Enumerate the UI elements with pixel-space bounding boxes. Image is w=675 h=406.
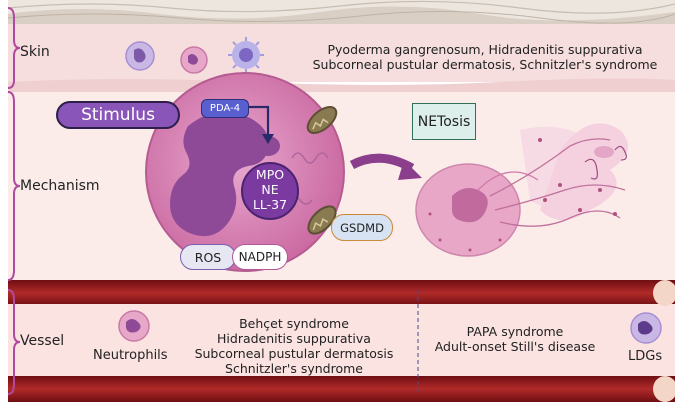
section-braces xyxy=(7,7,21,395)
skin-diseases-line: Pyoderma gangrenosum, Hidradenitis suppu… xyxy=(327,42,643,57)
skin-diseases: Pyoderma gangrenosum, Hidradenitis suppu… xyxy=(300,42,670,72)
neutrophil-icon xyxy=(118,310,150,342)
granule-label: MPO xyxy=(255,167,285,182)
netosis-box: NETosis xyxy=(412,103,476,140)
granule-labels: MPO NE LL-37 xyxy=(244,167,296,212)
granule-label: LL-37 xyxy=(252,197,288,212)
stimulus-pill: Stimulus xyxy=(56,101,180,129)
granule-label: NE xyxy=(261,182,279,197)
gsdmd-pill: GSDMD xyxy=(331,214,393,241)
spiky-cell-icon xyxy=(228,37,264,73)
ldg-icon xyxy=(630,312,662,344)
skin-cells xyxy=(125,37,264,74)
skin-section-label: Skin xyxy=(20,44,50,60)
vessel-section-label: Vessel xyxy=(20,333,65,349)
pda4-arrow xyxy=(248,105,270,136)
mitochondrion-icon xyxy=(306,106,338,134)
disease-item: PAPA syndrome xyxy=(466,324,564,339)
pda4-pill: PDA-4 xyxy=(201,99,249,118)
neutrophils-label: Neutrophils xyxy=(93,348,168,363)
mitochondrion-icon xyxy=(307,205,337,235)
skin-layer xyxy=(7,0,675,92)
ldg-diseases: PAPA syndrome Adult-onset Still's diseas… xyxy=(425,324,605,354)
vessel-layer xyxy=(8,280,675,402)
disease-item: Behçet syndrome xyxy=(239,316,349,331)
ros-pill: ROS xyxy=(180,244,236,270)
nadph-pill: NADPH xyxy=(232,244,288,270)
mechanism-section-label: Mechanism xyxy=(20,178,100,194)
disease-item: Schnitzler's syndrome xyxy=(225,361,363,376)
skin-diseases-line: Subcorneal pustular dermatosis, Schnitzl… xyxy=(312,57,658,72)
granule-circle xyxy=(241,162,299,220)
disease-item: Subcorneal pustular dermatosis xyxy=(194,346,394,361)
disease-item: Hidradenitis suppurativa xyxy=(217,331,371,346)
ldgs-label: LDGs xyxy=(628,349,663,364)
disease-item: Adult-onset Still's disease xyxy=(434,339,596,354)
neutrophil-diseases: Behçet syndrome Hidradenitis suppurativa… xyxy=(188,316,400,376)
netosis-cell xyxy=(415,123,628,257)
neutrophil-cell xyxy=(145,72,345,272)
